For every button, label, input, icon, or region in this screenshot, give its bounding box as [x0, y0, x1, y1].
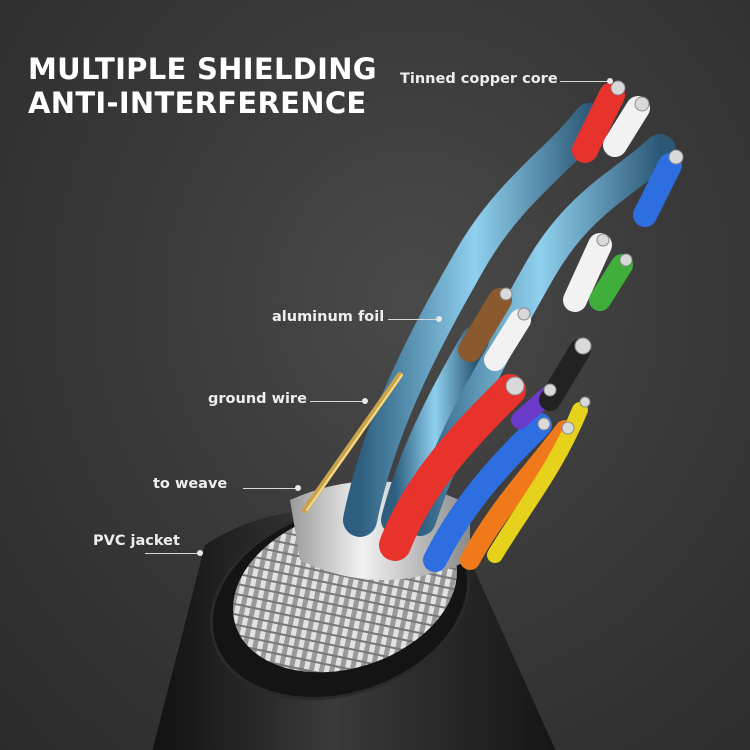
headline-line-2: ANTI-INTERFERENCE: [28, 86, 367, 120]
callout-leader-ground: [310, 401, 365, 402]
callout-label-weave: to weave: [153, 476, 228, 492]
callout-dot-jacket: [197, 550, 203, 556]
wire-white-low: [484, 309, 531, 371]
ground-wire: [302, 372, 403, 513]
callout-leader-core: [560, 81, 612, 82]
callout-dot-core: [607, 78, 613, 84]
wire-brown: [458, 288, 512, 362]
wire-red-large: [379, 374, 526, 561]
callout-leader-jacket: [145, 553, 200, 554]
wire-blue-top: [633, 153, 682, 227]
wire-white-top: [603, 96, 650, 157]
callout-label-core: Tinned copper core: [400, 71, 558, 87]
callout-label-jacket: PVC jacket: [93, 533, 180, 549]
callout-label-foil: aluminum foil: [272, 309, 385, 325]
callout-label-ground: ground wire: [208, 391, 307, 407]
callout-dot-foil: [436, 316, 442, 322]
headline-line-1: MULTIPLE SHIELDING: [28, 52, 377, 86]
callout-leader-weave: [243, 488, 298, 489]
callout-leader-foil: [388, 319, 440, 320]
headline: MULTIPLE SHIELDING ANTI-INTERFERENCE: [28, 52, 377, 120]
copper-strand-tips: [499, 80, 684, 435]
wire-blue-large: [423, 413, 552, 572]
callout-dot-weave: [295, 485, 301, 491]
wire-green: [589, 254, 633, 311]
wire-orange: [460, 420, 575, 570]
wire-red-top: [572, 82, 625, 163]
callout-dot-ground: [362, 398, 368, 404]
wire-white-mid: [563, 233, 612, 312]
